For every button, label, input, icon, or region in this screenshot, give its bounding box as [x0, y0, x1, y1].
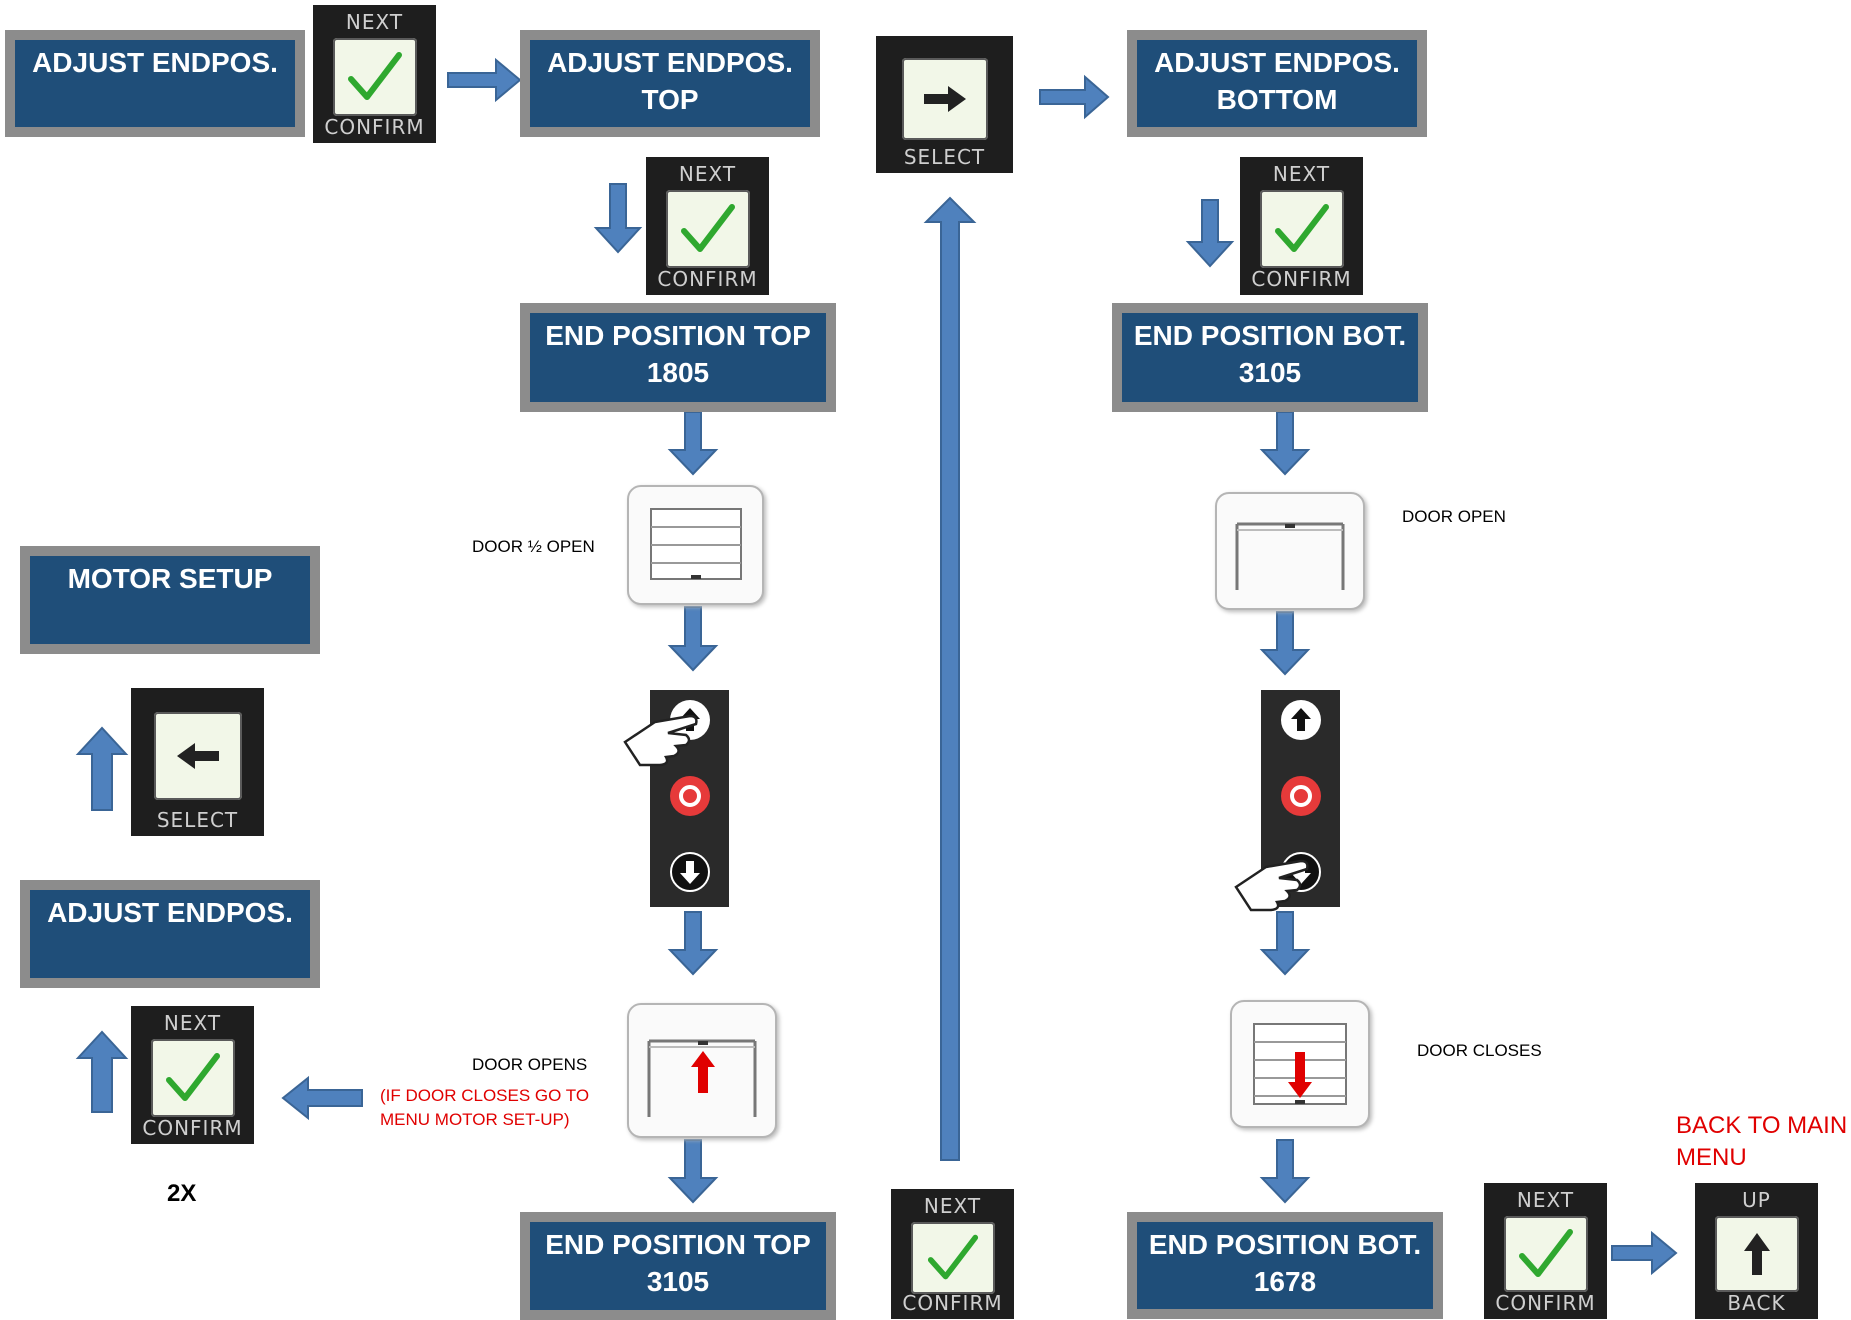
- arrow-down-9: [1259, 911, 1311, 976]
- remote-stop-button[interactable]: [669, 776, 710, 816]
- key-label-top: UP: [1742, 1188, 1771, 1212]
- label-door-open: DOOR OPEN: [1402, 507, 1506, 526]
- key-label-bottom: CONFIRM: [142, 1116, 243, 1140]
- key-label-bottom: CONFIRM: [1495, 1291, 1596, 1315]
- label-repeat-2x: 2X: [167, 1180, 197, 1207]
- screen-text: MOTOR SETUP: [67, 563, 273, 594]
- arrow-down-10: [1259, 1139, 1311, 1204]
- screen-adjust-endpos-left: ADJUST ENDPOS.: [20, 880, 320, 988]
- screen-value: 3105: [1238, 357, 1302, 388]
- key-label-bottom: CONFIRM: [1251, 267, 1352, 291]
- check-icon: [1259, 190, 1344, 268]
- screen-value: 1805: [646, 357, 710, 388]
- arrow-down-8: [1259, 611, 1311, 676]
- screen-text: ADJUST ENDPOS.: [32, 47, 278, 78]
- remote-control-down-press: [1261, 690, 1340, 907]
- next-confirm-button[interactable]: NEXT CONFIRM: [646, 157, 769, 295]
- screen-text-line1: ADJUST ENDPOS.: [547, 47, 793, 78]
- screen-end-position-top-3105: END POSITION TOP 3105: [520, 1212, 836, 1320]
- next-confirm-button[interactable]: NEXT CONFIRM: [891, 1189, 1014, 1319]
- arrow-up-left-1: [75, 726, 129, 811]
- remote-stop-button[interactable]: [1280, 776, 1321, 816]
- remote-up-button[interactable]: [669, 700, 710, 740]
- warning-door-closes-line1: (IF DOOR CLOSES GO TO: [380, 1086, 590, 1105]
- label-door-closes: DOOR CLOSES: [1417, 1041, 1542, 1060]
- arrow-down-2: [667, 411, 719, 476]
- check-icon: [150, 1039, 235, 1117]
- key-label-bottom: CONFIRM: [324, 115, 425, 139]
- arrow-right-2: [1039, 74, 1110, 120]
- arrow-left-1: [281, 1075, 363, 1121]
- select-left-button[interactable]: SELECT: [131, 688, 264, 836]
- key-label-top: NEXT: [923, 1194, 982, 1218]
- next-confirm-button[interactable]: NEXT CONFIRM: [1484, 1183, 1607, 1319]
- label-door-half-open: DOOR ½ OPEN: [472, 537, 595, 556]
- door-closes-icon: [1230, 1000, 1370, 1128]
- screen-adjust-endpos: ADJUST ENDPOS.: [5, 30, 305, 137]
- key-label-bottom: BACK: [1727, 1291, 1786, 1315]
- screen-text: ADJUST ENDPOS.: [47, 897, 293, 928]
- label-back-to-main-line1: BACK TO MAIN: [1676, 1112, 1848, 1139]
- screen-adjust-endpos-bottom: ADJUST ENDPOS. BOTTOM: [1127, 30, 1427, 137]
- key-label-top: NEXT: [1516, 1188, 1575, 1212]
- screen-motor-setup: MOTOR SETUP: [20, 546, 320, 654]
- door-half-open-icon: [627, 485, 764, 605]
- label-door-opens: DOOR OPENS: [472, 1055, 588, 1074]
- arrow-down-7: [1259, 411, 1311, 476]
- screen-text-line1: END POSITION TOP: [545, 320, 811, 351]
- remote-down-button[interactable]: [669, 852, 710, 892]
- screen-text-line2: TOP: [641, 84, 699, 115]
- arrow-right-3: [1611, 1230, 1678, 1276]
- screen-end-position-bot-1678: END POSITION BOT. 1678: [1127, 1212, 1443, 1319]
- screen-text-line1: END POSITION TOP: [545, 1229, 811, 1260]
- screen-end-position-bot-3105: END POSITION BOT. 3105: [1112, 303, 1428, 412]
- key-label-top: NEXT: [345, 10, 404, 34]
- up-back-button[interactable]: UP BACK: [1695, 1183, 1818, 1319]
- remote-up-button[interactable]: [1280, 700, 1321, 740]
- arrow-down-4: [667, 911, 719, 976]
- label-back-to-main-line2: MENU: [1676, 1144, 1747, 1171]
- screen-end-position-top-1805: END POSITION TOP 1805: [520, 303, 836, 412]
- arrow-up-icon: [1714, 1216, 1799, 1292]
- arrow-down-1: [593, 183, 643, 254]
- screen-text-line1: END POSITION BOT.: [1133, 320, 1407, 351]
- remote-down-button[interactable]: [1280, 852, 1321, 892]
- key-label-top: NEXT: [678, 162, 737, 186]
- check-icon: [665, 190, 750, 268]
- arrow-right-icon: [901, 58, 988, 140]
- check-icon: [332, 38, 417, 116]
- key-label-bottom: SELECT: [156, 808, 239, 832]
- key-label-bottom: CONFIRM: [902, 1291, 1003, 1315]
- check-icon: [1503, 1216, 1588, 1292]
- next-confirm-button[interactable]: NEXT CONFIRM: [131, 1006, 254, 1144]
- arrow-down-6: [1185, 199, 1235, 268]
- select-right-button[interactable]: SELECT: [876, 36, 1013, 173]
- door-open-icon: [1215, 492, 1365, 610]
- arrow-left-icon: [153, 712, 242, 800]
- arrow-down-3: [667, 606, 719, 672]
- screen-text-line1: ADJUST ENDPOS.: [1154, 47, 1400, 78]
- key-label-bottom: CONFIRM: [657, 267, 758, 291]
- next-confirm-button[interactable]: NEXT CONFIRM: [1240, 157, 1363, 295]
- screen-adjust-endpos-top: ADJUST ENDPOS. TOP: [520, 30, 820, 137]
- arrow-down-5: [667, 1139, 719, 1204]
- warning-door-closes-line2: MENU MOTOR SET-UP): [380, 1110, 570, 1129]
- check-icon: [910, 1222, 995, 1294]
- key-label-top: NEXT: [163, 1011, 222, 1035]
- next-confirm-button[interactable]: NEXT CONFIRM: [313, 5, 436, 143]
- key-label-top: NEXT: [1272, 162, 1331, 186]
- arrow-up-long: [923, 196, 977, 1161]
- screen-value: 1678: [1253, 1266, 1317, 1297]
- screen-value: 3105: [646, 1266, 710, 1297]
- screen-text-line1: END POSITION BOT.: [1148, 1229, 1422, 1260]
- key-label-bottom: SELECT: [903, 145, 986, 169]
- screen-text-line2: BOTTOM: [1216, 84, 1338, 115]
- arrow-right-1: [447, 57, 522, 103]
- remote-control-up-press: [650, 690, 729, 907]
- door-opens-icon: [627, 1003, 777, 1138]
- arrow-up-left-2: [75, 1030, 129, 1113]
